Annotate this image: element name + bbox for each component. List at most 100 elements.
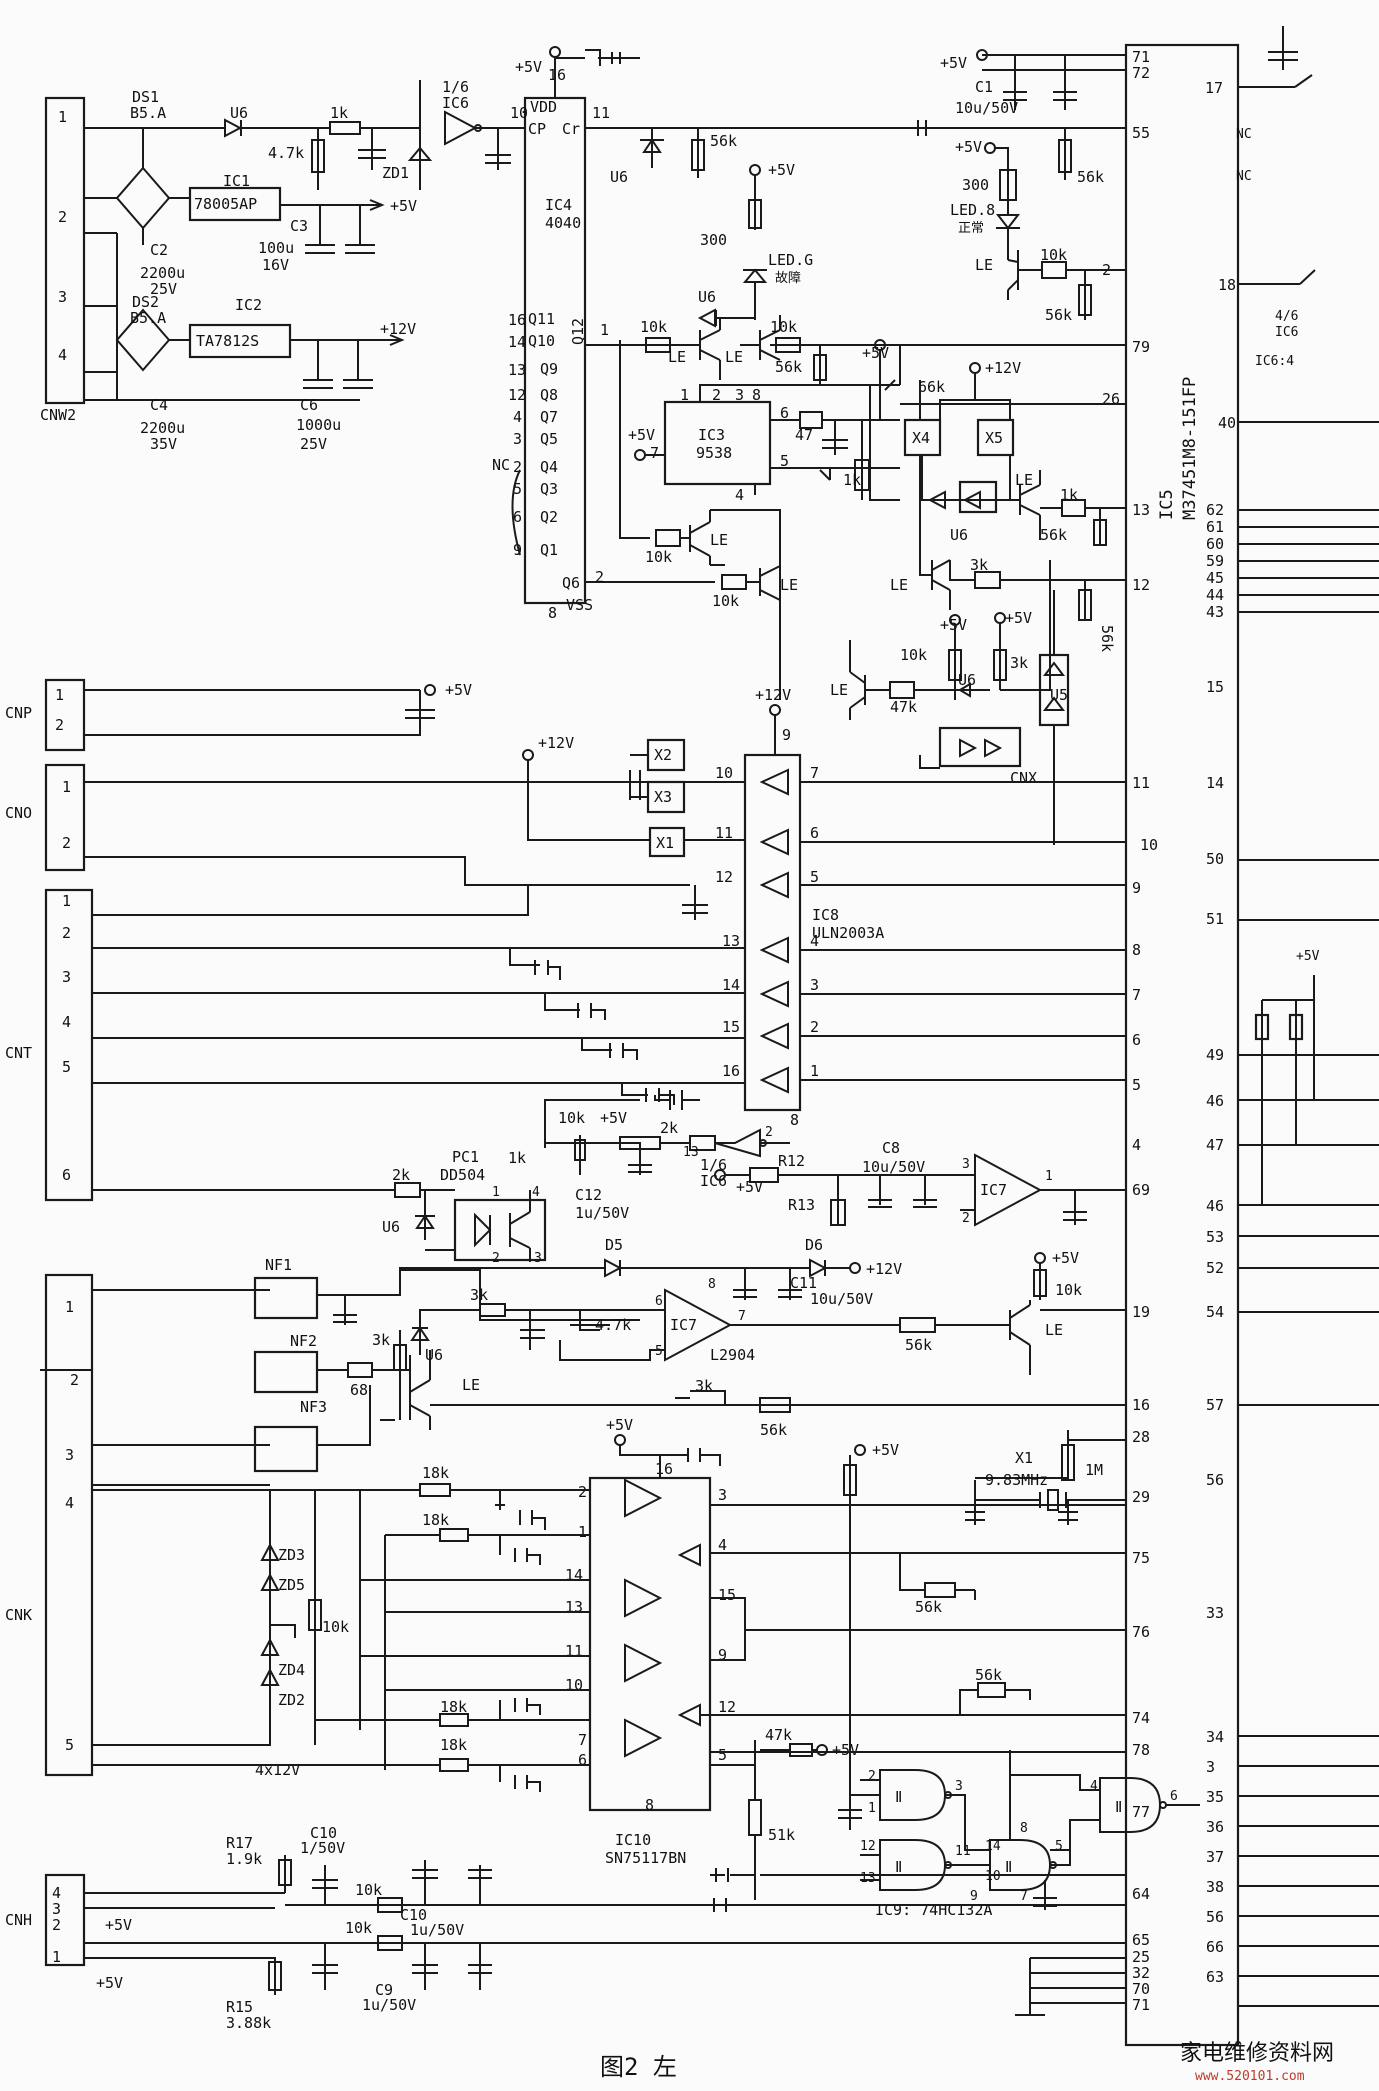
r1k-pc1: 1k xyxy=(508,1149,526,1167)
svg-text:7: 7 xyxy=(1132,986,1141,1004)
ic2-label: IC2 xyxy=(235,296,262,314)
svg-text:36: 36 xyxy=(1206,1818,1224,1836)
svg-text:4: 4 xyxy=(810,932,819,950)
r3k-16: 3k xyxy=(695,1377,713,1395)
r66k: 66k xyxy=(918,378,945,396)
svg-text:44: 44 xyxy=(1206,586,1224,604)
ic4-vdd: VDD xyxy=(530,98,557,116)
svg-text:3: 3 xyxy=(62,968,71,986)
c2-value: 2200u xyxy=(140,264,185,282)
svg-text:13: 13 xyxy=(565,1598,583,1616)
le-nf: LE xyxy=(462,1376,480,1394)
ic6-name-2: IC6 xyxy=(700,1172,727,1190)
svg-text:Q4: Q4 xyxy=(540,458,558,476)
nf1-body xyxy=(253,1276,319,1320)
svg-text:2: 2 xyxy=(492,1251,500,1266)
svg-text:65: 65 xyxy=(1132,1931,1150,1949)
svg-text:2: 2 xyxy=(52,1916,61,1934)
svg-text:6: 6 xyxy=(810,824,819,842)
c6-label: C6 xyxy=(300,396,318,414)
svg-text:3: 3 xyxy=(810,976,819,994)
le-q6: LE xyxy=(780,576,798,594)
r10k-cnh-b: 10k xyxy=(345,1919,372,1937)
svg-text:X1: X1 xyxy=(656,834,674,852)
svg-text:3: 3 xyxy=(1206,1758,1215,1776)
svg-text:Q3: Q3 xyxy=(540,480,558,498)
rail-12v-ic8: +12V xyxy=(755,686,791,704)
svg-text:4: 4 xyxy=(1132,1136,1141,1154)
svg-text:1: 1 xyxy=(492,1185,500,1200)
ic10-label: IC10 xyxy=(615,1831,651,1849)
rail-5v-ic1: +5V xyxy=(390,197,417,215)
r10k-led8: 10k xyxy=(1040,246,1067,264)
svg-text:1: 1 xyxy=(65,1298,74,1316)
svg-text:4: 4 xyxy=(1090,1779,1098,1794)
svg-text:16: 16 xyxy=(1132,1396,1150,1414)
svg-text:VSS: VSS xyxy=(566,596,593,614)
rail-5v-led8: +5V xyxy=(955,138,982,156)
rail-5v-ic10: +5V xyxy=(606,1416,633,1434)
c10b-label: C10 xyxy=(400,1906,427,1924)
svg-text:15: 15 xyxy=(722,1018,740,1036)
ic6-quarter: 4/6 xyxy=(1275,309,1298,324)
watermark-text: 家电维修资料网 xyxy=(1180,2041,1334,2066)
cnh-body xyxy=(44,1873,86,1967)
c10b-value: 1u/50V xyxy=(410,1921,464,1939)
svg-text:6: 6 xyxy=(1132,1031,1141,1049)
ic3-part: 9538 xyxy=(696,444,732,462)
svg-text:7: 7 xyxy=(810,764,819,782)
svg-text:46: 46 xyxy=(1206,1197,1224,1215)
ic6-fraction: 1/6 xyxy=(442,78,469,96)
svg-text:15: 15 xyxy=(718,1586,736,1604)
r56k-q10: 56k xyxy=(775,358,802,376)
svg-text:2: 2 xyxy=(868,1769,876,1784)
d6-label: D6 xyxy=(805,1236,823,1254)
nf2-body xyxy=(253,1350,319,1394)
r56k-relay: 56k xyxy=(1040,526,1067,544)
svg-text:35: 35 xyxy=(1206,1788,1224,1806)
cnk-label: CNK xyxy=(5,1606,32,1624)
ic7b-label: IC7 xyxy=(670,1316,697,1334)
ic6-name-right: IC6 xyxy=(1275,325,1298,340)
ic5-right-pins: 17 18 40 62 61 60 59 45 44 43 15 14 50 5… xyxy=(1205,79,1236,1986)
nf2-label: NF2 xyxy=(290,1332,317,1350)
svg-text:4: 4 xyxy=(52,1884,61,1902)
svg-text:52: 52 xyxy=(1206,1259,1224,1277)
svg-text:1: 1 xyxy=(1045,1169,1053,1184)
svg-text:29: 29 xyxy=(1132,1488,1150,1506)
rail-5v-ic9: +5V xyxy=(832,1741,859,1759)
r1k-top: 1k xyxy=(330,104,348,122)
svg-text:2: 2 xyxy=(70,1371,79,1389)
svg-text:10: 10 xyxy=(565,1676,583,1694)
c2-label: C2 xyxy=(150,241,168,259)
svg-text:8: 8 xyxy=(645,1796,654,1814)
ic4-cr: Cr xyxy=(562,120,580,138)
c11-value: 10u/50V xyxy=(810,1290,873,1308)
pin2-ic4: 2 xyxy=(595,568,604,586)
ledg-label: LED.G xyxy=(768,251,813,269)
svg-text:2: 2 xyxy=(578,1483,587,1501)
svg-text:5: 5 xyxy=(65,1736,74,1754)
cnk-body xyxy=(44,1273,94,1777)
svg-text:2: 2 xyxy=(62,924,71,942)
ic9-label: IC9: 74HC132A xyxy=(875,1901,992,1919)
svg-text:14: 14 xyxy=(508,333,526,351)
c1-label: C1 xyxy=(975,78,993,96)
svg-text:15: 15 xyxy=(1206,678,1224,696)
svg-text:4: 4 xyxy=(718,1536,727,1554)
svg-text:71: 71 xyxy=(1132,48,1150,66)
svg-text:3: 3 xyxy=(718,1486,727,1504)
cno-label: CNO xyxy=(5,804,32,822)
svg-text:1: 1 xyxy=(58,108,67,126)
svg-text:12: 12 xyxy=(508,386,526,404)
nc-label-2: NC xyxy=(1236,169,1252,184)
svg-text:8: 8 xyxy=(752,386,761,404)
ic6-pin-note: IC6:4 xyxy=(1255,354,1294,369)
c8-value: 10u/50V xyxy=(862,1158,925,1176)
ds2-label: DS2 xyxy=(132,293,159,311)
r47k-ic9: 47k xyxy=(765,1726,792,1744)
figure-caption: 图2 左 xyxy=(600,2053,677,2081)
